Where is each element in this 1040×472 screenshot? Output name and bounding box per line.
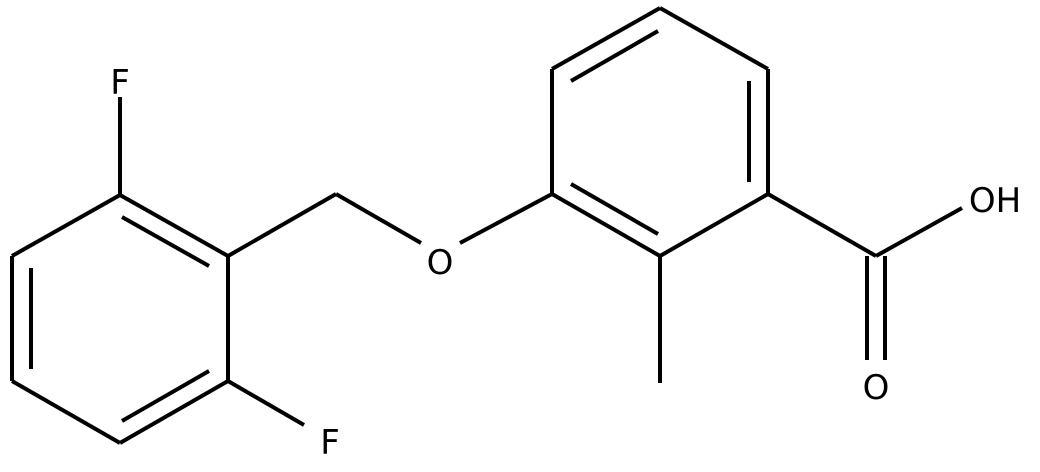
bond-o-aryl [459,192,553,245]
carbonyl-oxygen-label: O [863,368,890,408]
double-bond-inner [570,29,659,83]
fluorine-top-label: F [110,63,130,103]
bond [119,193,229,258]
bond-ch2-o [335,192,422,245]
bond [659,192,769,258]
bond-c-f-bottom [226,379,306,427]
bond [119,379,229,445]
bond-aryl-carboxyl [767,192,877,258]
bond [551,192,661,258]
bond-aryl-ch2 [227,192,337,258]
hydroxyl-label: OH [969,181,1021,221]
fluorine-bottom-label: F [320,423,340,463]
bond [11,193,121,258]
ether-oxygen-label: O [427,243,454,283]
bond [11,379,121,445]
bond-c-oh [875,206,963,258]
benzoic-acid-ring [550,6,770,258]
bond [551,6,661,71]
difluorophenyl-ring [10,193,230,445]
double-bond-inner [121,369,210,423]
bond [659,6,769,71]
double-bond-inner [121,215,210,268]
double-bond-inner [570,182,659,236]
